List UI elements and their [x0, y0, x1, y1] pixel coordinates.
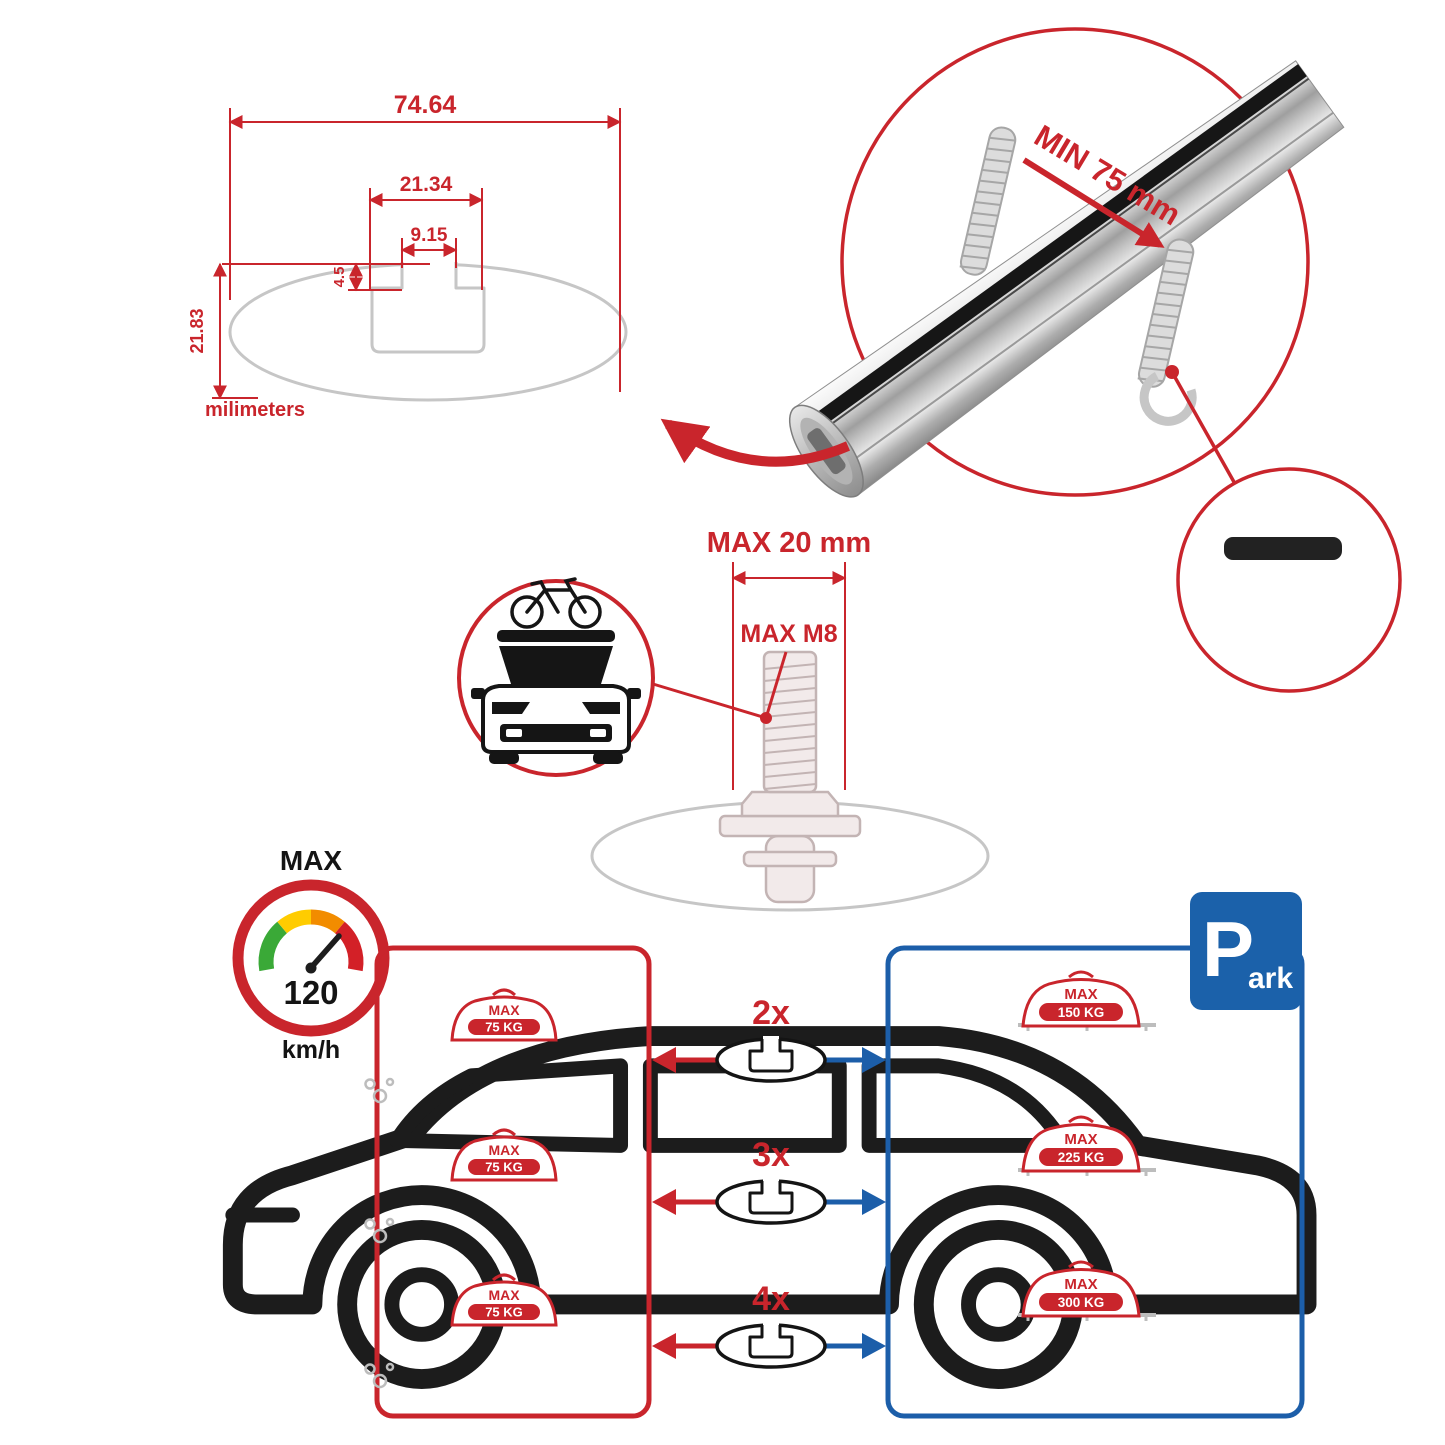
cargo-bag-handle: [1068, 1260, 1094, 1269]
bolt-detail: MAX 20 mm MAX M8: [590, 527, 990, 912]
callout-line: [1170, 371, 1236, 483]
arrow-right: [862, 1189, 886, 1215]
cargo-max-tag: MAX: [488, 1002, 520, 1018]
cargo-bag-handle: [491, 1128, 517, 1137]
cargo-load-pill: [468, 1019, 540, 1035]
cargo-load-value: 75 KG: [485, 1160, 523, 1175]
dim-total-height-label: 21.83: [187, 308, 207, 353]
units-label: milimeters: [205, 399, 305, 421]
cargo-bag-handle: [491, 1273, 517, 1282]
bolt-dimensions: [652, 562, 847, 790]
arrow-left: [652, 1189, 676, 1215]
arrow-right: [862, 1333, 886, 1359]
max-length-label: MAX 20 mm: [707, 527, 871, 559]
parked-panel: MAX 150 KG MAX 225 KG MAX 300 KG: [885, 945, 1305, 1419]
cargo-max-tag: MAX: [488, 1287, 520, 1303]
cargo-max-tag: MAX: [1064, 986, 1097, 1003]
park-sign-board: [1190, 892, 1302, 1010]
arrow-left: [652, 1333, 676, 1359]
parked-car-3: MAX 300 KG: [1018, 1260, 1156, 1321]
count-row-2: 3x: [652, 1136, 886, 1225]
bar-detail-circle: MIN 75 mm: [788, 27, 1345, 498]
arrow-right: [862, 1047, 886, 1073]
motion-swirls: [364, 1362, 395, 1389]
count-label: 4x: [752, 1280, 790, 1318]
gauge-dial: 120: [258, 909, 364, 1011]
park-sign: P ark: [1190, 892, 1302, 1010]
driving-car-1: MAX 75 KG: [364, 988, 558, 1104]
parked-car-1: MAX 150 KG: [1018, 970, 1156, 1031]
speed-max-label: MAX: [280, 845, 343, 876]
driving-car-3: MAX 75 KG: [364, 1273, 558, 1389]
cross-section-diagram: 74.64 21.34 9.15 4.5 21.83 milimeters: [187, 91, 628, 421]
count-row-3: 4x: [652, 1280, 886, 1369]
parked-panel-border: [885, 945, 1305, 1419]
cargo-max-tag: MAX: [488, 1142, 520, 1158]
parked-car-2: MAX 225 KG: [1018, 1115, 1156, 1176]
min-spacing-arrow: [1022, 157, 1165, 248]
gauge-ring: [232, 879, 390, 1037]
driving-panel: MAX 75 KG MAX 75 KG MAX 75 KG: [364, 945, 652, 1419]
cargo-load-value: 150 KG: [1058, 1005, 1105, 1020]
roof-box: [1224, 537, 1342, 560]
count-row-1: 2x: [652, 994, 886, 1083]
dim-total-width-label: 74.64: [394, 91, 457, 119]
dim-slot-width-label: 9.15: [411, 225, 448, 246]
driving-panel-border: [374, 945, 652, 1419]
count-label: 2x: [752, 994, 790, 1032]
cargo-load-value: 225 KG: [1058, 1150, 1105, 1165]
cargo-max-tag: MAX: [1064, 1276, 1097, 1293]
cargo-load-pill: [1039, 1003, 1123, 1021]
count-label: 3x: [752, 1136, 790, 1174]
dim-channel-width-label: 21.34: [400, 173, 453, 196]
car-circle: [1176, 467, 1402, 693]
roofbox-car-circle: [231, 467, 1402, 1381]
car-front-icon: [471, 630, 641, 764]
cargo-bag-handle: [491, 988, 517, 997]
t-slot-channel: [370, 262, 486, 354]
cargo-load-pill: [1039, 1148, 1123, 1166]
park-sign-rest: ark: [1248, 962, 1293, 995]
motion-swirls: [364, 1077, 395, 1104]
bicycle-icon: [510, 577, 602, 629]
cargo-load-pill: [468, 1159, 540, 1175]
bike-car-circle: [457, 577, 655, 777]
t-bolt: [718, 650, 862, 904]
arrow-left: [652, 1047, 676, 1073]
cargo-load-value: 75 KG: [485, 1305, 523, 1320]
motion-swirls: [364, 1217, 395, 1244]
cargo-load-pill: [468, 1304, 540, 1320]
crossbar-pointer-arrow: [660, 418, 850, 467]
cargo-bag-handle: [1068, 1115, 1094, 1124]
park-sign-letter: P: [1202, 905, 1254, 993]
count-arrows: 2x 3x 4x: [652, 994, 886, 1369]
speed-value: 120: [283, 974, 338, 1011]
driving-car-2: MAX 75 KG: [364, 1128, 558, 1244]
dim-slot-depth-label: 4.5: [331, 267, 348, 288]
speed-units: km/h: [282, 1036, 340, 1064]
cargo-bag-handle: [1068, 970, 1094, 979]
cargo-max-tag: MAX: [1064, 1131, 1097, 1148]
cargo-load-value: 75 KG: [485, 1020, 523, 1035]
dimension-lines: [212, 108, 622, 400]
cargo-load-value: 300 KG: [1058, 1295, 1105, 1310]
cargo-load-pill: [1039, 1293, 1123, 1311]
speed-limit-gauge: MAX 120 km/h: [232, 845, 390, 1064]
max-thread-label: MAX M8: [740, 620, 837, 648]
